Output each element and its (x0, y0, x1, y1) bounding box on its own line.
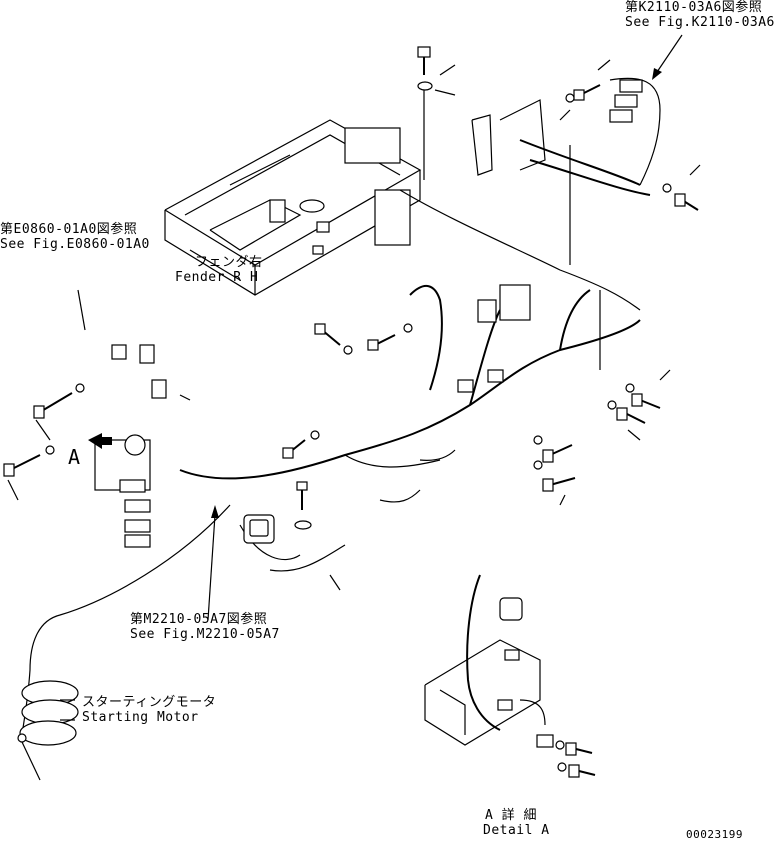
detail-a-label: A 詳 細 Detail A (483, 808, 550, 838)
ref-e0860-en: See Fig.E0860-01A0 (0, 237, 150, 252)
starting-motor-label-en: Starting Motor (82, 710, 199, 725)
ref-k2110-en: See Fig.K2110-03A6 (625, 15, 775, 30)
fender-label: フェンダ右 Fender R H (175, 255, 262, 285)
fender-label-jp: フェンダ右 (195, 255, 263, 270)
fender-label-en: Fender R H (175, 270, 259, 285)
ref-e0860-jp: 第E0860-01A0図参照 (0, 222, 138, 237)
relay-bracket (457, 284, 531, 393)
ref-m2210-en: See Fig.M2210-05A7 (130, 627, 280, 642)
upper-right-bracket (471, 77, 661, 370)
left-fasteners (3, 383, 85, 501)
left-bracket-assembly (88, 344, 167, 548)
drawing-number: 00023199 (686, 828, 743, 841)
starting-motor-label: スターティングモータ Starting Motor (82, 695, 216, 725)
detail-a-label-en: Detail A (483, 823, 550, 838)
ref-k2110-jp: 第K2110-03A6図参照 (625, 0, 763, 15)
starting-motor-label-jp: スターティングモータ (82, 695, 217, 710)
ref-m2210-jp: 第M2210-05A7図参照 (130, 612, 268, 627)
ref-e0860: 第E0860-01A0図参照 See Fig.E0860-01A0 (0, 222, 150, 252)
detail-a-view (424, 574, 596, 778)
leader-lines (60, 34, 701, 721)
detail-a-label-jp: A 詳 細 (485, 808, 537, 823)
connector-plug (243, 514, 275, 544)
ref-m2210: 第M2210-05A7図参照 See Fig.M2210-05A7 (130, 612, 280, 642)
starting-motor (17, 680, 79, 781)
center-fasteners (282, 46, 433, 530)
right-fasteners (533, 183, 699, 492)
ref-k2110: 第K2110-03A6図参照 See Fig.K2110-03A6 (625, 0, 775, 30)
fender-frame (164, 119, 422, 296)
a-marker: A (68, 445, 81, 469)
